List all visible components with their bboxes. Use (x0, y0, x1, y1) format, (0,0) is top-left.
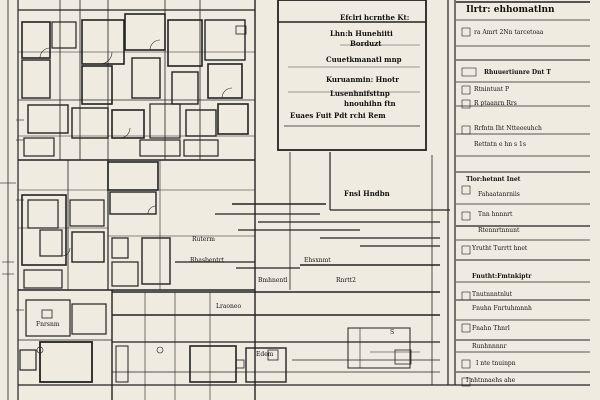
plan-label: Rhasbentrt (190, 257, 224, 264)
plan-label: Bmhnentl (258, 277, 288, 284)
title-block-line: Kuruanmin: Hnotr (326, 75, 399, 84)
plan-label: Edem (256, 351, 274, 358)
notes-row: R ptaanrn Rrs (474, 100, 517, 107)
notes-footer-row: Runhnnnnr (472, 343, 507, 350)
notes-footer-row: I nhtnnaehs ahe (466, 377, 516, 384)
plan-label: Ehsxnmt (304, 257, 331, 264)
plan-label: Fnsl Hndbn (344, 189, 390, 198)
plan-label: Fnrsnm (36, 321, 60, 328)
notes-footer-row: Yrutht Turrtt hnet (472, 245, 528, 252)
title-block-line: Euaes Fuit Pdt rchi Rem (290, 111, 386, 120)
title-block-line: hnouhihn ftn (344, 99, 396, 108)
notes-header-line: ra Amrt 2Nn tarcetoaa (474, 29, 544, 36)
notes-row: Rtnintunt P (474, 86, 510, 93)
title-block-line: Cuuetkmanatl mnp (326, 55, 402, 64)
title-block-label: Efclri hcrnthe Kt: (340, 13, 410, 22)
plan-label: Ruterm (192, 236, 215, 243)
notes-footer-row: Tnutnnntnlut (472, 291, 513, 298)
notes-row: Rtennrtnnunt (478, 227, 520, 234)
title-block-line: Lusenhnifsttnp (330, 89, 390, 98)
sheet-header: Ilrtr: ehhomatlnn (466, 5, 555, 15)
title-block-line: Borduzt (350, 39, 382, 48)
title-block-line: Lhn:h Hunehiiti (330, 29, 393, 38)
plan-label: Lraoneo (216, 303, 242, 310)
plan-label: Rnrtt2 (336, 277, 356, 284)
notes-row: Rrfntn Iht Ntteeeuhch (474, 125, 542, 132)
notes-row: Fahaatanrniis (478, 191, 520, 198)
notes-row: Rhuuertiunre Dnt T (484, 69, 551, 76)
notes-footer-row: I nte tnuinpn (476, 360, 516, 367)
notes-row: Tnn hnnnrt (478, 211, 513, 218)
notes-footer-row: Fnuhn Fnrtuhmnnh (472, 305, 532, 312)
notes-row: Tlor:hetnnt Inet (466, 176, 521, 183)
notes-footer-row: Fnahn Thnrl (472, 325, 510, 332)
plan-label: S (390, 329, 395, 336)
notes-footer-row: Fnutht:Fmtnkiptr (472, 273, 532, 280)
notes-row: Rettntn e hn s 1s (474, 141, 526, 148)
